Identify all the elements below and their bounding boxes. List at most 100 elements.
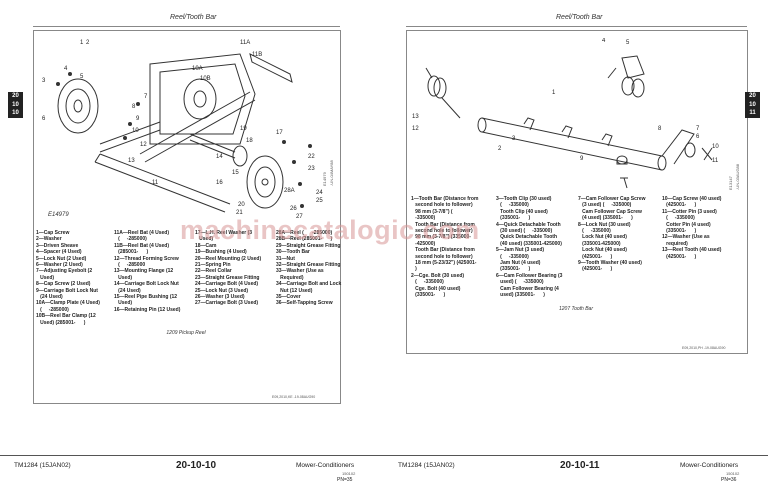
part-item: 5—Jam Nut (3 used)	[496, 247, 545, 254]
part-item: 13—Reel Tooth (40 used)	[662, 247, 722, 254]
part-item: 11B—Reel Bat (4 Used)	[114, 242, 170, 249]
part-item: 5—Lock Nut (2 Used)	[36, 255, 87, 262]
part-item: ( -285000)	[114, 236, 147, 243]
part-item: 98 mm (3-7/8") (	[411, 208, 453, 215]
left-tab-line-2: 10	[12, 101, 19, 108]
part-item: Lock Nut (40 used)	[578, 247, 627, 254]
callout: 10B	[200, 76, 211, 82]
part-item: 34—Carriage Bolt and Lock	[276, 281, 342, 288]
part-item: 26—Washer (3 Used)	[195, 294, 245, 301]
part-item: 1—Tooth Bar (Distance from	[411, 196, 479, 202]
left-parts-col-2: 11A—Reel Bat (4 Used) ( -285000) 11B—Ree…	[114, 230, 180, 313]
part-item: ( -335000)	[496, 202, 529, 209]
right-parts-col-2: 3—Tooth Clip (30 used) ( -335000) Tooth …	[496, 196, 562, 299]
part-item: 31—Nut	[276, 255, 295, 262]
callout: 14	[216, 154, 223, 160]
part-item: (425001- )	[578, 266, 613, 273]
left-figure-side-code-1: -UN-04MAY88	[329, 160, 334, 186]
part-item: Used)	[114, 274, 133, 281]
part-item: ( -285000)	[36, 306, 69, 313]
part-item: Quick Detachable Tooth	[496, 234, 558, 241]
callout: 18	[246, 138, 253, 144]
right-section-tab: 20 10 11	[745, 92, 760, 118]
part-item: 36—Self-Tapping Screw	[276, 300, 333, 307]
part-item: 11A—Reel Bat (4 Used)	[114, 230, 170, 236]
callout: 10	[712, 144, 719, 150]
watermark: machinecatalogic.com	[180, 215, 480, 245]
callout: 13	[128, 158, 135, 164]
part-item: 2—Cge. Bolt (30 used)	[411, 272, 465, 279]
part-item: 3—Tooth Clip (30 used)	[496, 196, 552, 202]
part-item: 27—Carriage Bolt (3 Used)	[195, 300, 259, 307]
part-item: ( -335000)	[662, 215, 695, 222]
callout: 6	[696, 134, 700, 140]
part-item: 19—Bushing (4 Used)	[195, 249, 247, 256]
part-item: Used)	[36, 274, 55, 281]
left-footer-rule	[0, 455, 384, 456]
right-figure-frame	[406, 30, 748, 354]
callout: 3	[512, 136, 516, 142]
part-item: 22—Reel Collar	[195, 268, 232, 275]
part-item: 21—Spring Pin	[195, 262, 231, 269]
left-tab-line-1: 20	[12, 93, 19, 99]
part-item: 18—Cam	[195, 242, 217, 249]
part-item: 10B—Reel Bar Clamp (12	[36, 313, 96, 320]
part-item: 28B—Reel (285001- )	[276, 236, 333, 243]
callout: 28A	[284, 188, 295, 194]
callout: 20	[238, 202, 245, 208]
part-item: Tooth Bar (Distance from	[411, 221, 475, 228]
left-footer-title: Mower-Conditioners	[296, 462, 355, 469]
callout: 6	[42, 116, 46, 122]
part-item: 15—Reel Pipe Bushing (12	[114, 294, 178, 301]
left-figure-code: E14979	[48, 212, 69, 218]
right-footer-manual: TM1284 (15JAN02)	[398, 462, 455, 469]
callout: 4	[602, 38, 606, 44]
part-item: (335001-425000)	[578, 240, 621, 247]
callout: 11A	[240, 40, 250, 46]
callout: 2	[498, 146, 502, 152]
part-item: (30 used) ( -335000)	[496, 228, 553, 235]
callout: 8	[132, 104, 136, 110]
callout: 2	[86, 40, 90, 46]
part-item: (425001- )	[578, 253, 613, 260]
part-item: Tooth Bar (Distance from	[411, 247, 475, 254]
part-item: -425000)	[411, 240, 436, 247]
left-page-header: Reel/Tooth Bar	[170, 14, 217, 21]
part-item: (335001- )	[411, 292, 446, 299]
left-footer-manual: TM1284 (15JAN02)	[14, 462, 71, 469]
part-item: 9—Carriage Bolt Lock Nut	[36, 287, 98, 294]
part-item: 4—Spacer (4 Used)	[36, 249, 82, 256]
pickup-reel-drawing: 1 2 3 4 5 6 7 8 9 10 10A 10B 11 11A 11B …	[42, 40, 323, 220]
callout: 12	[412, 126, 419, 132]
part-item: Cam Follower Bearing (4	[496, 285, 559, 292]
part-item: 4—Quick Detachable Tooth	[496, 221, 561, 228]
part-item: second hole to follower)	[411, 253, 473, 260]
part-item: second hole to follower)	[411, 202, 473, 209]
right-tab-line-2: 10	[749, 101, 756, 108]
part-item: Used)	[195, 236, 214, 243]
right-ref-code: E09,2010,PH -19-08AUG90	[682, 346, 726, 350]
part-item: required)	[662, 240, 688, 247]
callout: 1	[80, 40, 84, 46]
part-item: 6—Cam Follower Bearing (3	[496, 272, 563, 279]
part-item: 1—Cap Screw	[36, 230, 70, 236]
callout: 10	[132, 128, 139, 134]
part-item: 13—Mounting Flange (12	[114, 268, 174, 275]
part-item: ( -335000)	[578, 228, 611, 235]
callout: 27	[296, 214, 303, 220]
callout: 10A	[192, 66, 203, 72]
part-item: Tooth Clip (40 used)	[496, 208, 548, 215]
part-item: Cge. Bolt (40 used)	[411, 285, 461, 292]
callout: 11	[712, 158, 719, 164]
left-tab-line-3: 10	[12, 110, 19, 116]
part-item: 20—Reel Mounting (2 Used)	[195, 255, 262, 262]
part-item: 7—Adjusting Eyebolt (2	[36, 268, 93, 275]
part-item: (335001- )	[496, 266, 531, 273]
left-ref-code: E09,2010,KE -19-08AUG90	[272, 395, 316, 399]
callout: 26	[290, 206, 297, 212]
right-footer-rule	[384, 455, 768, 456]
callout: 24	[316, 190, 323, 196]
part-item: 33—Washer (Use as	[276, 268, 324, 275]
callout: 13	[412, 114, 419, 120]
right-figure-side-code-2: E13147	[728, 176, 733, 190]
